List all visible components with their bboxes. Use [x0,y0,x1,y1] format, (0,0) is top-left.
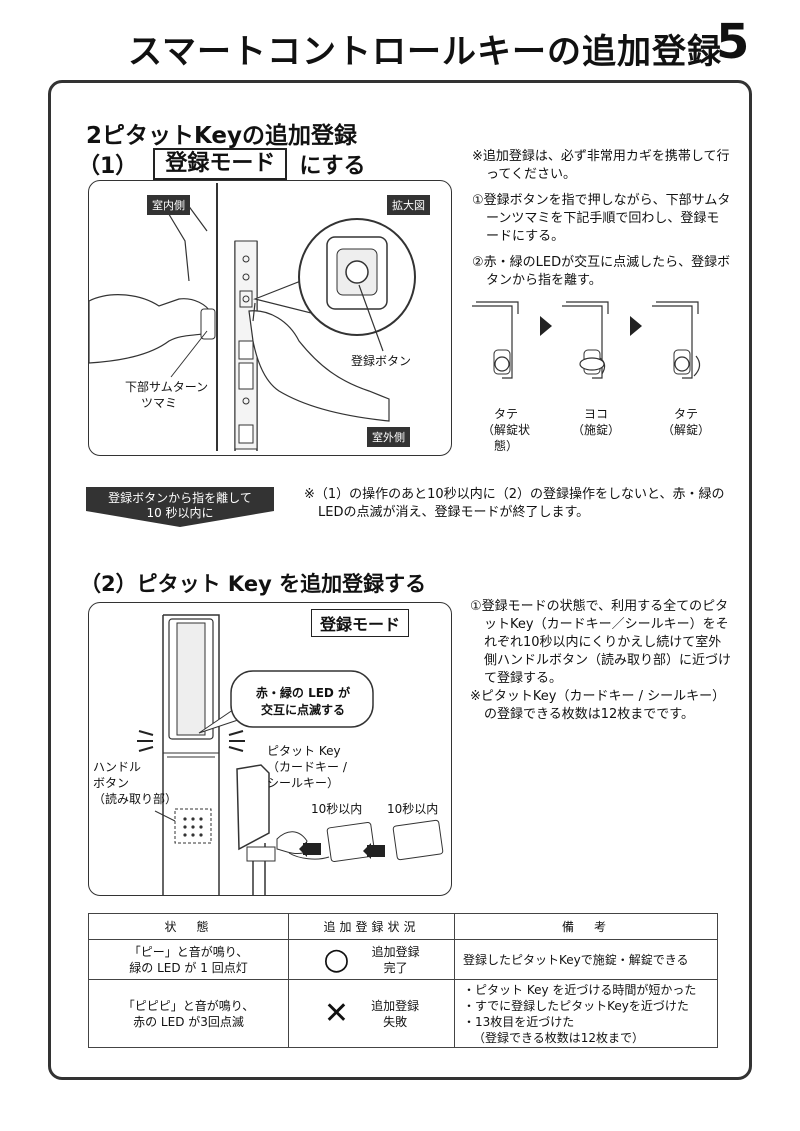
label-thumbturn-2: ツマミ [141,396,178,410]
within-10s-label: 10秒以内 [311,802,363,816]
cell-notes: ・ピタット Key を近づける時間が短かった ・すでに登録したピタットKeyを近… [454,979,718,1048]
figure-add-key: 登録モード 赤・緑の LED が 交互に点滅する ハンドル ボタン （読み取り部… [88,602,452,896]
knob-step-caption: ヨコ （施錠） [571,407,620,437]
page-title: スマートコントロールキーの追加登録 [128,32,722,72]
header-state: 状 態 [88,913,289,940]
knob-step-2 [562,301,609,379]
header-notes: 備 考 [454,913,718,940]
step2-note: ※ピタットKey（カードキー / シールキー）の登録できる枚数は12枚までです。 [470,689,726,722]
step1-note: ※追加登録は、必ず非常用カギを携帯して行ってください。 [472,149,730,182]
step1-boxed-label: 登録モード [153,148,288,180]
table-row: 「ピー」と音が鳴り、 緑の LED が 1 回点灯 ○ 追加登録 完了 登録した… [88,939,718,980]
cell-notes: 登録したピタットKeyで施錠・解錠できる [454,939,718,980]
led-bubble: 赤・緑の LED が 交互に点滅する [255,686,351,717]
figure-register-mode: 室内側 拡大図 室外側 登録ボタン 下部サムターン ツマミ [88,180,452,456]
label-thumbturn-1: 下部サムターン [125,380,209,394]
arrow-right-icon [540,316,552,336]
within-10s-label: 10秒以内 [387,802,439,816]
cell-result: ✕ 追加登録 失敗 [288,979,455,1048]
knob-steps: タテ （解錠状態） ヨコ （施錠） タテ （解錠） [468,298,738,453]
step2-notes: ①登録モードの状態で、利用する全てのピタットKey（カードキー／シールキー）をそ… [470,598,732,724]
step2-heading: （2）ピタット Key を追加登録する [80,572,427,596]
label-register-button: 登録ボタン [351,354,412,368]
knob-step-1 [472,301,519,379]
knob-step-caption: タテ （解錠状態） [481,407,530,453]
down-arrow-icon [86,487,274,527]
lock-illustration [89,183,416,451]
knob-steps-illustration [472,301,701,379]
cell-state: 「ピー」と音が鳴り、 緑の LED が 1 回点灯 [88,939,289,980]
step1-suffix: にする [299,154,366,179]
handle-illustration [137,614,444,895]
step1-note: ①登録ボタンを指で押しながら、下部サムターンツマミを下記手順で回わし、登録モード… [472,193,731,244]
tag-zoom: 拡大図 [387,195,430,215]
cell-result: ○ 追加登録 完了 [288,939,455,980]
mode-label: 登録モード [311,609,410,637]
arrow-right-icon [630,316,642,336]
step1-prefix: （1） [78,154,138,179]
knob-step-3 [652,301,701,379]
step1-notes: ※追加登録は、必ず非常用カギを携帯して行ってください。 ①登録ボタンを指で押しな… [472,148,732,298]
banner-note: ※（1）の操作のあと10秒以内に（2）の登録操作をしないと、赤・緑のLEDの点滅… [304,487,725,520]
page-number: 5 [716,14,750,70]
handle-label: ハンドル ボタン （読み取り部） [93,760,178,806]
success-circle-icon: ○ [323,941,350,977]
failure-cross-icon: ✕ [323,995,350,1031]
status-table: 状 態 追加登録状況 備 考 「ピー」と音が鳴り、 緑の LED が 1 回点灯… [88,913,718,1048]
tag-indoor: 室内側 [147,195,190,215]
banner-text: 登録ボタンから指を離して 10 秒以内に [108,491,252,520]
step1-note: ②赤・緑のLEDが交互に点滅したら、登録ボタンから指を離す。 [472,255,731,288]
cell-state: 「ピピピ」と音が鳴り、 赤の LED が3回点滅 [88,979,289,1048]
table-row: 「ピピピ」と音が鳴り、 赤の LED が3回点滅 ✕ 追加登録 失敗 ・ピタット… [88,979,718,1048]
banner-arrow: 登録ボタンから指を離して 10 秒以内に [86,487,274,527]
arrow-left-icon [303,843,321,855]
table-header-row: 状 態 追加登録状況 備 考 [88,913,718,940]
section-title: 2ピタットKeyの追加登録 [86,123,358,149]
step2-note: ①登録モードの状態で、利用する全てのピタットKey（カードキー／シールキー）をそ… [470,599,732,686]
key-label: ピタット Key （カードキー / シールキー） [267,744,347,790]
knob-step-caption: タテ （解錠） [661,407,710,437]
arrow-left-icon [367,845,385,857]
header-result: 追加登録状況 [288,913,455,940]
tag-outdoor: 室外側 [367,427,410,447]
step1-heading: （1） 登録モード にする [78,148,366,180]
content-frame [48,80,752,1080]
